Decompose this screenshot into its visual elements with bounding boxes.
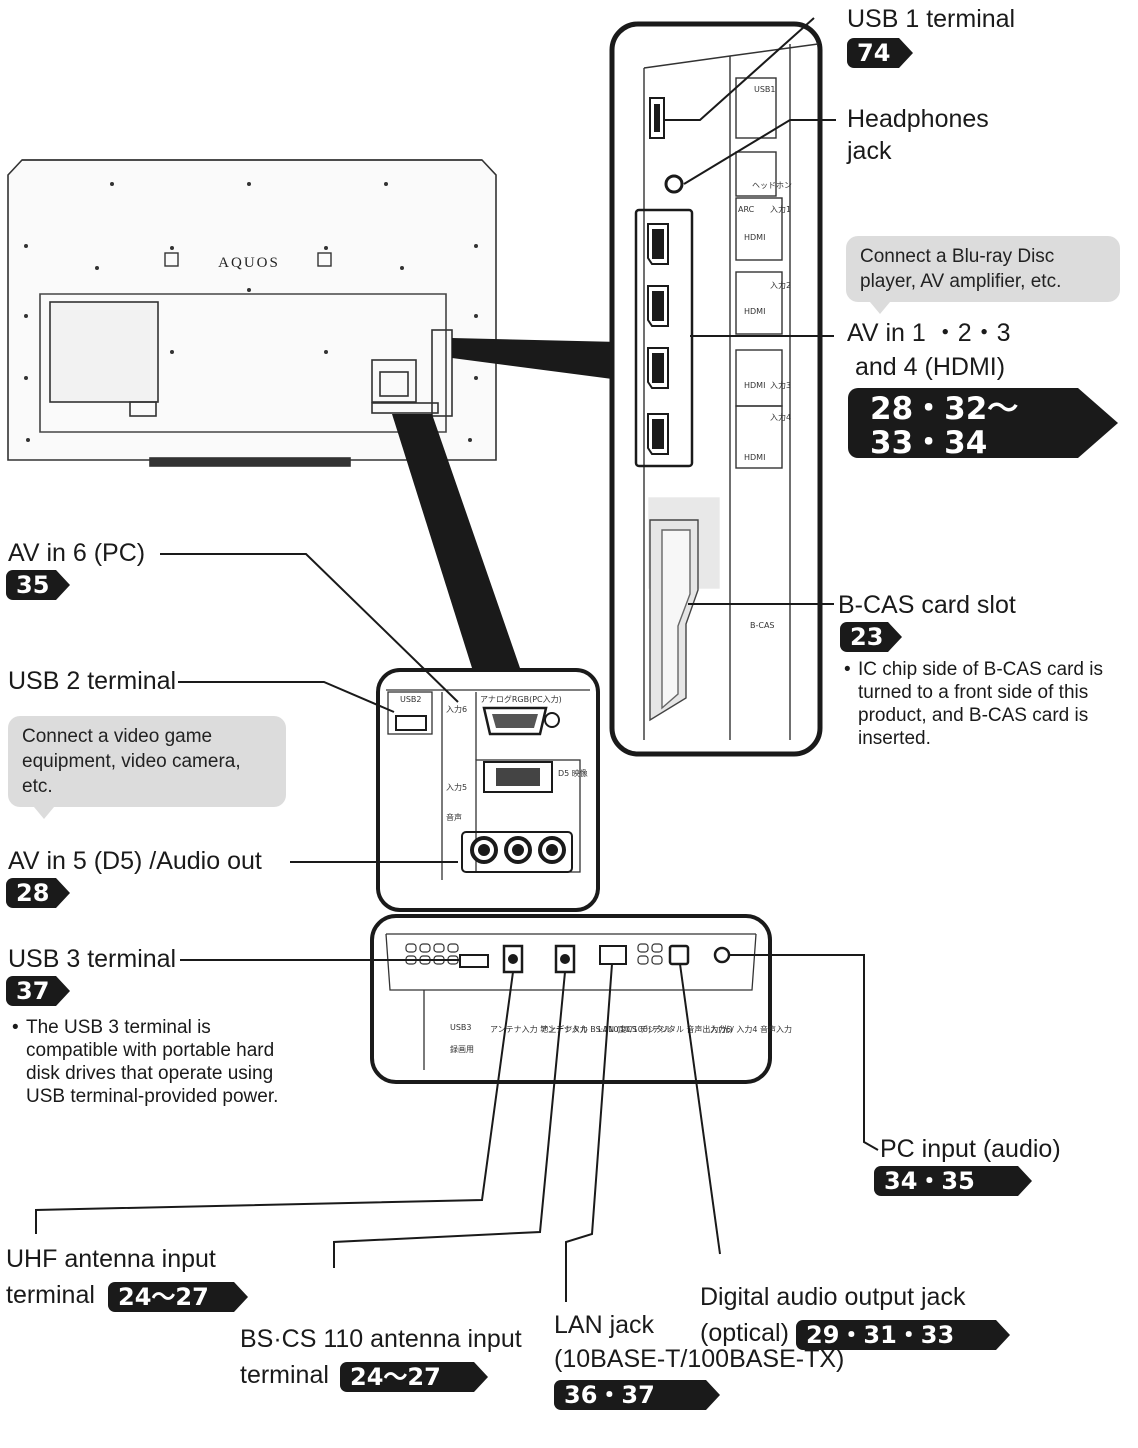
page-ref-bscs: 24〜27 (340, 1362, 488, 1392)
svg-text:HDMI: HDMI (744, 233, 765, 242)
label-uhf-line2: terminal (6, 1280, 95, 1310)
callout-d5-devices: Connect a video game equipment, video ca… (8, 716, 286, 807)
callout-hdmi-devices: Connect a Blu-ray Disc player, AV amplif… (846, 236, 1120, 302)
label-bcas: B-CAS card slot (838, 590, 1016, 620)
svg-text:B-CAS: B-CAS (750, 621, 775, 630)
label-bscs-line2: terminal (240, 1360, 329, 1390)
svg-text:USB2: USB2 (400, 695, 422, 704)
label-lan-line2: (10BASE-T/100BASE-TX) (554, 1344, 844, 1374)
label-headphones-line1: Headphones (847, 104, 989, 134)
lan-port (600, 946, 626, 964)
label-usb2: USB 2 terminal (8, 666, 176, 696)
svg-text:入力3: 入力3 (770, 380, 791, 390)
svg-text:HDMI: HDMI (744, 453, 765, 462)
svg-text:HDMI: HDMI (744, 381, 765, 390)
optical-port (670, 946, 688, 964)
callout-hdmi-text: Connect a Blu-ray Disc player, AV amplif… (860, 246, 1061, 292)
usb2-port (396, 716, 426, 730)
note-bullet: • (12, 1016, 19, 1039)
label-av6: AV in 6 (PC) (8, 538, 145, 568)
note-bullet: • (844, 658, 851, 681)
bottom-panel-frame (372, 916, 770, 1082)
svg-text:音声: 音声 (446, 812, 462, 822)
callout-d5-text: Connect a video game equipment, video ca… (22, 726, 241, 797)
svg-text:USB3: USB3 (450, 1023, 472, 1032)
svg-text:USB1: USB1 (754, 85, 776, 94)
svg-text:ARC: ARC (738, 205, 755, 214)
svg-text:入力6/ 入力4 音声入力: 入力6/ 入力4 音声入力 (710, 1024, 792, 1034)
label-pc-audio: PC input (audio) (880, 1134, 1061, 1164)
label-headphones-line2: jack (847, 136, 891, 166)
label-av-hdmi-line1: AV in 1 ・2・3 (847, 318, 1011, 348)
label-lan-line1: LAN jack (554, 1310, 654, 1340)
svg-text:入力1: 入力1 (770, 204, 791, 214)
svg-text:入力5: 入力5 (446, 782, 467, 792)
page-ref-uhf: 24〜27 (108, 1282, 248, 1312)
svg-text:HDMI: HDMI (744, 307, 765, 316)
label-usb1: USB 1 terminal (847, 4, 1015, 34)
bscs-antenna-port (556, 946, 574, 972)
d5-port-pins (496, 768, 540, 786)
label-av5: AV in 5 (D5) /Audio out (8, 846, 262, 876)
label-bscs-line1: BS·CS 110 antenna input (240, 1324, 522, 1354)
headphone-jack-port (666, 176, 682, 192)
pc-audio-port (715, 948, 729, 962)
label-digital-line1: Digital audio output jack (700, 1282, 965, 1312)
svg-text:録画用: 録画用 (450, 1044, 474, 1054)
tv-brand-logo: AQUOS (218, 255, 280, 271)
rca-ports (472, 838, 564, 862)
svg-text:入力2: 入力2 (770, 280, 791, 290)
page-ref-lan: 36・37 (554, 1380, 720, 1410)
page-ref-usb1: 74 (847, 38, 913, 68)
svg-text:D5 映像: D5 映像 (558, 768, 588, 778)
uhf-antenna-port (504, 946, 522, 972)
label-av-hdmi-line2: and 4 (HDMI) (855, 352, 1005, 382)
usb3-port (460, 955, 488, 967)
side-usb1-port (650, 98, 664, 138)
svg-text:アナログRGB(PC入力): アナログRGB(PC入力) (480, 694, 562, 704)
page-ref-pc-audio: 34・35 (874, 1166, 1032, 1196)
label-usb3: USB 3 terminal (8, 944, 176, 974)
note-usb3-text: The USB 3 terminal is compatible with po… (26, 1017, 278, 1107)
label-uhf-line1: UHF antenna input (6, 1244, 216, 1274)
svg-text:入力6: 入力6 (446, 704, 467, 714)
note-bcas: • IC chip side of B-CAS card is turned t… (858, 658, 1118, 750)
svg-text:入力4: 入力4 (770, 412, 791, 422)
page-ref-hdmi: 28・32〜33・34 (848, 388, 1118, 458)
note-bcas-text: IC chip side of B-CAS card is turned to … (858, 659, 1103, 749)
svg-text:ヘッドホン: ヘッドホン (752, 181, 792, 190)
note-usb3: • The USB 3 terminal is compatible with … (26, 1016, 296, 1108)
